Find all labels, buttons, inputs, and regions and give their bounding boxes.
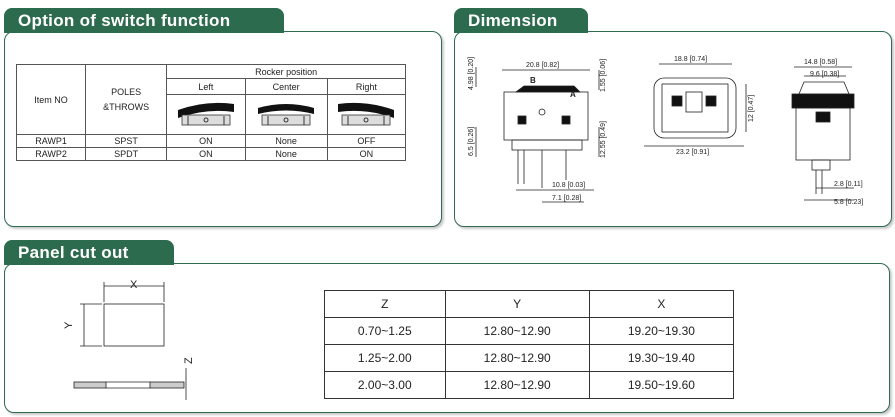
dimension-title: Dimension — [454, 8, 588, 33]
cell-z: 0.70~1.25 — [324, 317, 446, 345]
cell-x: 19.50~19.60 — [588, 371, 735, 399]
cutout-y-label: Y — [63, 321, 75, 329]
cell-z: 2.00~3.00 — [324, 371, 446, 399]
header-left: Left — [166, 78, 246, 95]
dim-label: 2.8 [0.11] — [834, 181, 863, 188]
dim-label: 10.8 [0.03] — [552, 182, 585, 189]
header-poles-line1: POLES — [111, 86, 142, 97]
panel-cutout-diagram: X Y Z — [63, 279, 195, 400]
dim-label: 12 [0.47] — [748, 95, 755, 122]
cell-y: 12.80~12.90 — [444, 371, 590, 399]
row-center: None — [244, 147, 328, 161]
table-row: RAWP2 SPDT ON None ON — [15, 147, 407, 161]
row-right: OFF — [326, 134, 407, 148]
row-center: None — [244, 134, 328, 148]
switch-function-title: Option of switch function — [4, 8, 284, 33]
dim-label: 23.2 [0.91] — [676, 149, 709, 156]
panel-cutout-title: Panel cut out — [4, 240, 174, 265]
dim-label: 6.5 [0.26] — [468, 127, 475, 156]
dim-label: 7.1 [0.28] — [552, 195, 581, 202]
row-left: ON — [166, 134, 246, 148]
rocker-center-image — [244, 94, 328, 135]
header-z: Z — [324, 290, 446, 318]
row-poles: SPDT — [85, 147, 168, 161]
dim-label: 1.55 [0.06] — [600, 59, 607, 92]
panel-cutout-table: Z Y X 0.70~1.25 12.80~12.90 19.20~19.30 … — [324, 290, 735, 399]
dim-label: 5.8 [0.23] — [834, 199, 863, 206]
dim-label: B — [530, 76, 536, 85]
header-poles: POLES &THROWS — [85, 64, 168, 135]
cell-z: 1.25~2.00 — [324, 344, 446, 372]
panel-cutout-title-line — [4, 263, 170, 265]
table-row: RAWP1 SPST ON None OFF — [15, 134, 407, 148]
cutout-x-label: X — [130, 279, 138, 291]
header-right: Right — [326, 78, 407, 95]
switch-function-table: Item NO POLES &THROWS Rocker position Le… — [15, 64, 407, 161]
cutout-z-label: Z — [183, 357, 195, 364]
dim-label: 18.8 [0.74] — [674, 56, 707, 63]
cell-y: 12.80~12.90 — [444, 344, 590, 372]
dim-label: 20.8 [0.82] — [526, 62, 559, 69]
row-item: RAWP1 — [15, 134, 87, 148]
header-y: Y — [444, 290, 590, 318]
row-left: ON — [166, 147, 246, 161]
dim-label: 9.6 [0.38] — [810, 71, 839, 78]
cell-y: 12.80~12.90 — [444, 317, 590, 345]
dimension-drawing: 4.98 [0.20] 20.8 [0.82] 1.55 [0.06] B A … — [468, 56, 863, 206]
switch-function-title-line — [4, 31, 280, 33]
table-row: 1.25~2.00 12.80~12.90 19.30~19.40 — [324, 344, 735, 372]
dim-label: 12.55 [0.49] — [600, 121, 607, 158]
dim-label: A — [570, 90, 576, 99]
table-row: 0.70~1.25 12.80~12.90 19.20~19.30 — [324, 317, 735, 345]
header-rocker-position: Rocker position — [166, 64, 406, 79]
row-item: RAWP2 — [15, 147, 87, 161]
header-poles-line2: &THROWS — [103, 101, 150, 112]
rocker-right-image — [326, 94, 407, 135]
table-row: 2.00~3.00 12.80~12.90 19.50~19.60 — [324, 371, 735, 399]
row-poles: SPST — [85, 134, 168, 148]
row-right: ON — [326, 147, 407, 161]
dim-label: 4.98 [0.20] — [468, 57, 475, 90]
dimension-title-line — [454, 31, 588, 33]
rocker-left-image — [166, 94, 246, 135]
header-item-no: Item NO — [15, 64, 87, 135]
cell-x: 19.20~19.30 — [588, 317, 735, 345]
cell-x: 19.30~19.40 — [588, 344, 735, 372]
dim-label: 14.8 [0.58] — [804, 59, 837, 66]
header-x: X — [588, 290, 735, 318]
header-center: Center — [244, 78, 328, 95]
